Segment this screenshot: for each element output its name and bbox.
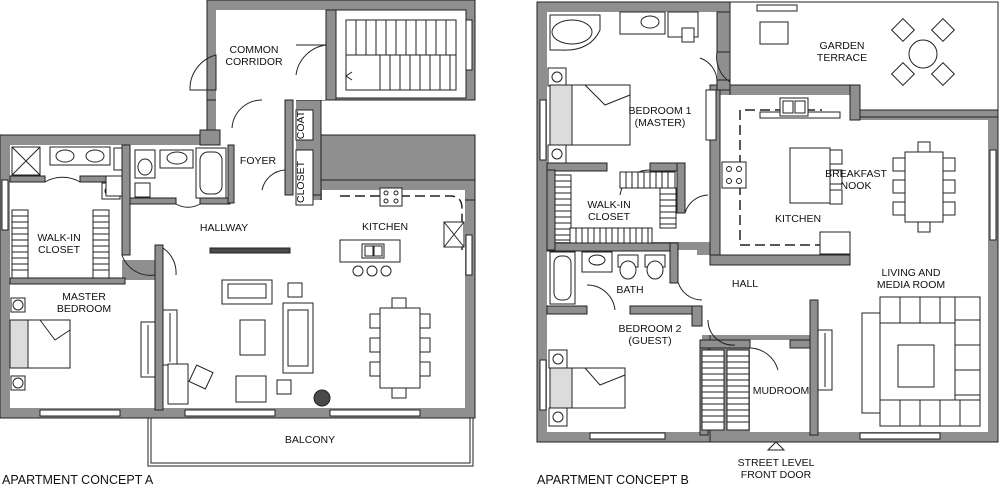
label-hall: HALL: [732, 278, 758, 290]
label-bedroom-2: BEDROOM 2(GUEST): [618, 323, 681, 347]
label-bath: BATH: [616, 284, 643, 296]
stair-core: [335, 9, 467, 99]
label-bedroom-1: BEDROOM 1(MASTER): [628, 105, 691, 129]
concept-b-bedroom1-furniture: [547, 11, 717, 164]
concept-a-doors: [44, 44, 327, 276]
concept-a-kitchen-fixtures: [339, 187, 465, 399]
concept-b-terrace-furniture: [759, 17, 956, 87]
concept-a-closets: [11, 109, 314, 279]
concept-a-living-furniture: [167, 247, 331, 407]
concept-a-partitions: [9, 9, 337, 411]
concept-b-kitchen-fixtures: [721, 97, 956, 255]
label-closet-a: CLOSET: [295, 160, 307, 203]
concept-b-bedroom2-furniture: [548, 349, 626, 427]
concept-b-title: APARTMENT CONCEPT B: [537, 473, 689, 487]
concept-b-living-furniture: [817, 296, 981, 427]
concept-a-windows: [1, 19, 473, 417]
label-kitchen-a: KITCHEN: [362, 221, 408, 233]
concept-a-bath-fixtures: [11, 146, 227, 200]
concept-a-title: APARTMENT CONCEPT A: [2, 473, 154, 487]
front-door-marker: [766, 441, 786, 451]
label-balcony: BALCONY: [285, 434, 335, 446]
concept-b-closets: [554, 171, 750, 431]
label-foyer: FOYER: [240, 155, 277, 167]
label-mudroom: MUDROOM: [753, 385, 810, 397]
balcony-railing: [147, 417, 474, 467]
concept-b-bath-fixtures: [549, 251, 666, 305]
concept-a-bedroom-furniture: [9, 297, 178, 391]
concept-b-doors: [586, 51, 779, 371]
label-coat: COAT: [295, 110, 307, 139]
label-kitchen-b: KITCHEN: [775, 213, 821, 225]
label-hallway: HALLWAY: [200, 222, 248, 234]
garden-terrace: [729, 1, 999, 118]
